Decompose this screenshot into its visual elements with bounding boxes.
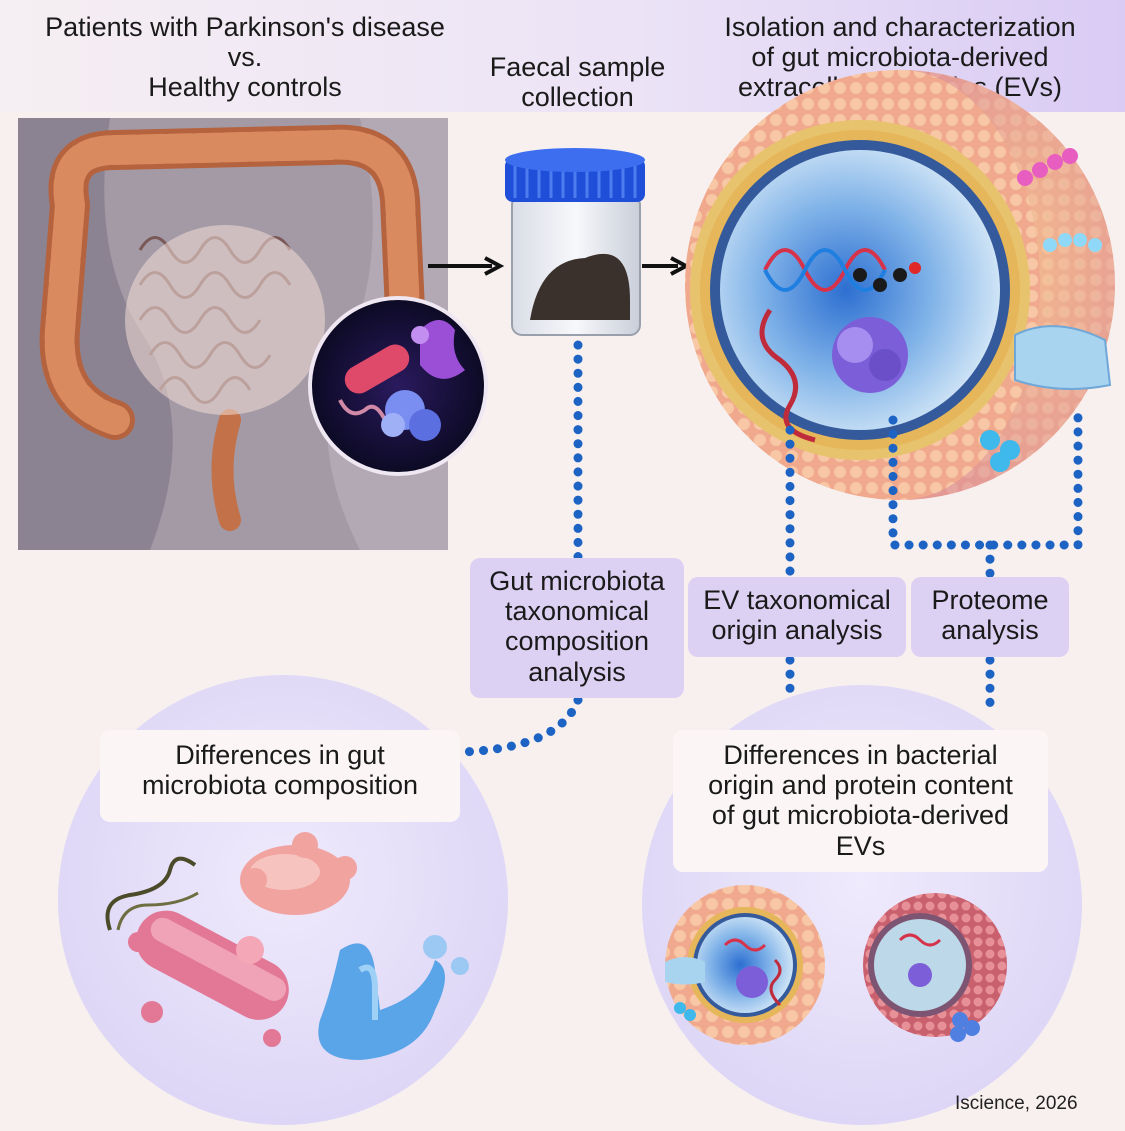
header-right-line1: Isolation and characterization xyxy=(724,12,1076,42)
arrow-to-ev xyxy=(642,256,691,276)
proteome-analysis-box: Proteome analysis xyxy=(911,577,1069,657)
result-right-line2: origin and protein content xyxy=(708,770,1013,801)
header-left-line3: Healthy controls xyxy=(148,72,342,103)
result-left-line1: Differences in gut xyxy=(175,740,385,770)
header-patients-label: Patients with Parkinson's disease vs. He… xyxy=(10,12,480,103)
result-gut-differences-box: Differences in gut microbiota compositio… xyxy=(100,730,460,822)
ev-origin-analysis-box: EV taxonomical origin analysis xyxy=(688,577,906,657)
dotted-connectors xyxy=(457,340,1083,757)
header-mid-line2: collection xyxy=(521,82,634,113)
header-right-line2: of gut microbiota-derived xyxy=(751,42,1049,73)
header-left-line2: vs. xyxy=(227,42,263,73)
header-faecal-label: Faecal sample collection xyxy=(470,52,685,112)
ev-box-line2: origin analysis xyxy=(711,615,883,646)
gut-composition-analysis-box: Gut microbiota taxonomical composition a… xyxy=(470,558,684,698)
header-mid-line1: Faecal sample xyxy=(489,52,666,82)
proteome-box-line1: Proteome xyxy=(931,585,1049,615)
extracellular-vesicle-illustration xyxy=(685,70,1115,500)
header-left-line1: Patients with Parkinson's disease xyxy=(45,12,445,42)
microbiota-inset-circle xyxy=(308,296,488,476)
result-right-line3: of gut microbiota-derived xyxy=(711,800,1010,831)
result-right-line1: Differences in bacterial xyxy=(723,740,998,770)
microbes-illustration xyxy=(105,832,469,1060)
source-credit: Iscience, 2026 xyxy=(955,1093,1078,1114)
result-left-line2: microbiota composition xyxy=(141,770,419,801)
gut-box-line3: composition xyxy=(504,626,650,657)
result-right-line4: EVs xyxy=(835,830,886,861)
sample-jar-icon xyxy=(505,148,645,336)
result-ev-differences-box: Differences in bacterial origin and prot… xyxy=(673,730,1048,872)
dots-ev-to-proteome-bracket xyxy=(888,405,1083,550)
proteome-box-line2: analysis xyxy=(941,615,1039,646)
gut-box-line2: taxonomical xyxy=(504,596,650,627)
gut-box-line1: Gut microbiota xyxy=(489,566,665,596)
header-isolation-label: Isolation and characterization of gut mi… xyxy=(690,12,1110,103)
result-evs-illustration xyxy=(665,885,1007,1045)
dots-gut-to-result xyxy=(457,695,583,757)
arrow-to-jar xyxy=(428,256,505,276)
gut-box-line4: analysis xyxy=(528,656,626,687)
ev-box-line1: EV taxonomical xyxy=(703,585,891,615)
